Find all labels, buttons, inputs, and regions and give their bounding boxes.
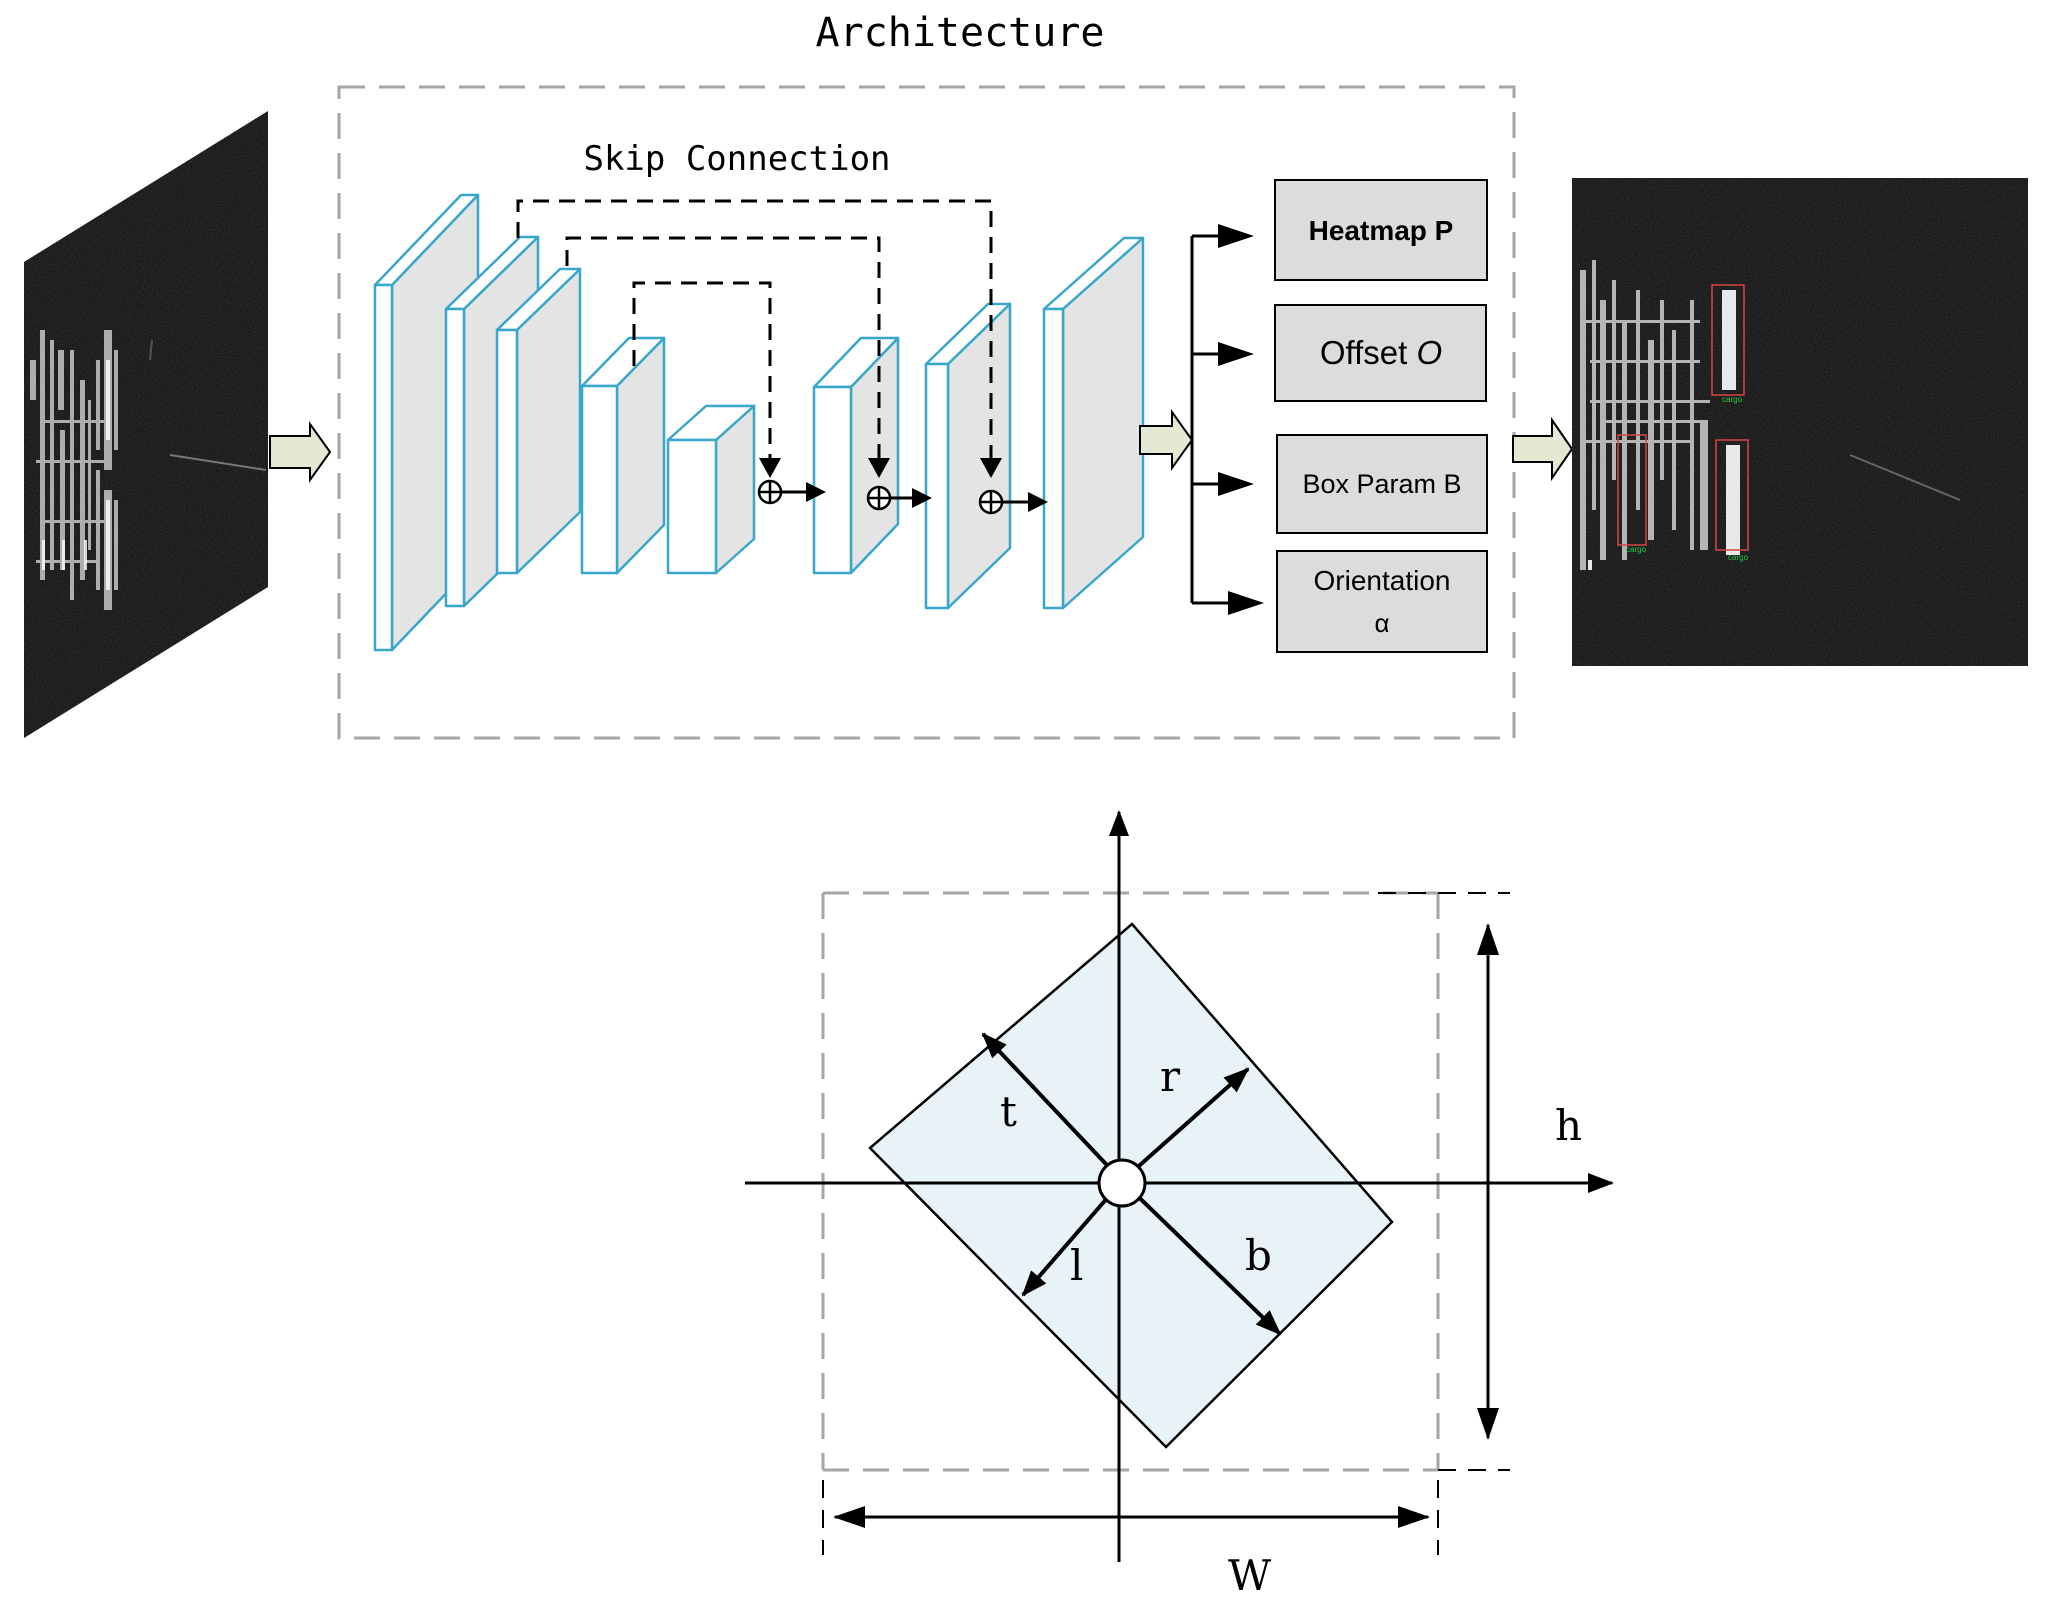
offset-symbol: O (1416, 334, 1442, 371)
heatmap-box (1274, 179, 1488, 281)
architecture-frame (337, 85, 1516, 740)
box-param-box (1276, 434, 1488, 534)
offset-box (1274, 304, 1487, 402)
skip-connections (516, 199, 993, 464)
input-arrow (269, 420, 332, 484)
svg-text:cargo: cargo (1626, 545, 1647, 554)
heatmap-label: Heatmap P (1309, 215, 1454, 246)
output-arrow (1512, 416, 1574, 482)
output-heads: Heatmap P Offset O Box Param B Orientati… (1274, 179, 1488, 653)
output-branches (1190, 234, 1228, 605)
svg-text:cargo: cargo (1722, 395, 1743, 404)
offset-label: Offset (1320, 334, 1417, 371)
orientation-symbol: α (1374, 608, 1389, 638)
orientation-label: Orientation (1314, 565, 1451, 596)
output-arrowheads (1218, 224, 1264, 615)
encoder-layer-3 (495, 267, 582, 575)
skip-arrowheads (759, 458, 1002, 478)
svg-text:cargo: cargo (1728, 553, 1749, 562)
bottleneck-layer (666, 404, 756, 575)
input-sar-image (24, 111, 268, 738)
label-w: W (1228, 1551, 1272, 1600)
head-arrow (1139, 408, 1194, 472)
center-point (1097, 1158, 1147, 1208)
box-param-label: Box Param B (1302, 469, 1461, 499)
rotated-box-geometry: t r l b h W (745, 810, 1614, 1600)
skip-connection-label: Skip Connection (583, 139, 890, 179)
output-detection-image: cargo cargo cargo (1572, 178, 2028, 666)
architecture-title: Architecture (816, 10, 1105, 56)
label-r: r (1160, 1052, 1181, 1101)
label-h: h (1555, 1101, 1582, 1150)
encoder-layer-4 (580, 336, 666, 575)
decoder-layer-2 (924, 302, 1012, 610)
svg-text:Offset O: Offset O (1320, 334, 1442, 371)
arrow-b (1120, 1179, 1282, 1336)
orientation-box (1276, 550, 1488, 653)
network-layers (373, 193, 1145, 652)
label-b: b (1245, 1231, 1272, 1280)
sum-nodes (757, 479, 1004, 515)
arrow-r (1120, 1067, 1250, 1183)
label-l: l (1070, 1241, 1083, 1290)
arrow-t (981, 1032, 1124, 1183)
decoder-layer-1 (812, 336, 900, 575)
decoder-layer-3 (1042, 236, 1145, 610)
label-t: t (1000, 1087, 1017, 1136)
sum-output-arrowheads (806, 482, 1048, 512)
